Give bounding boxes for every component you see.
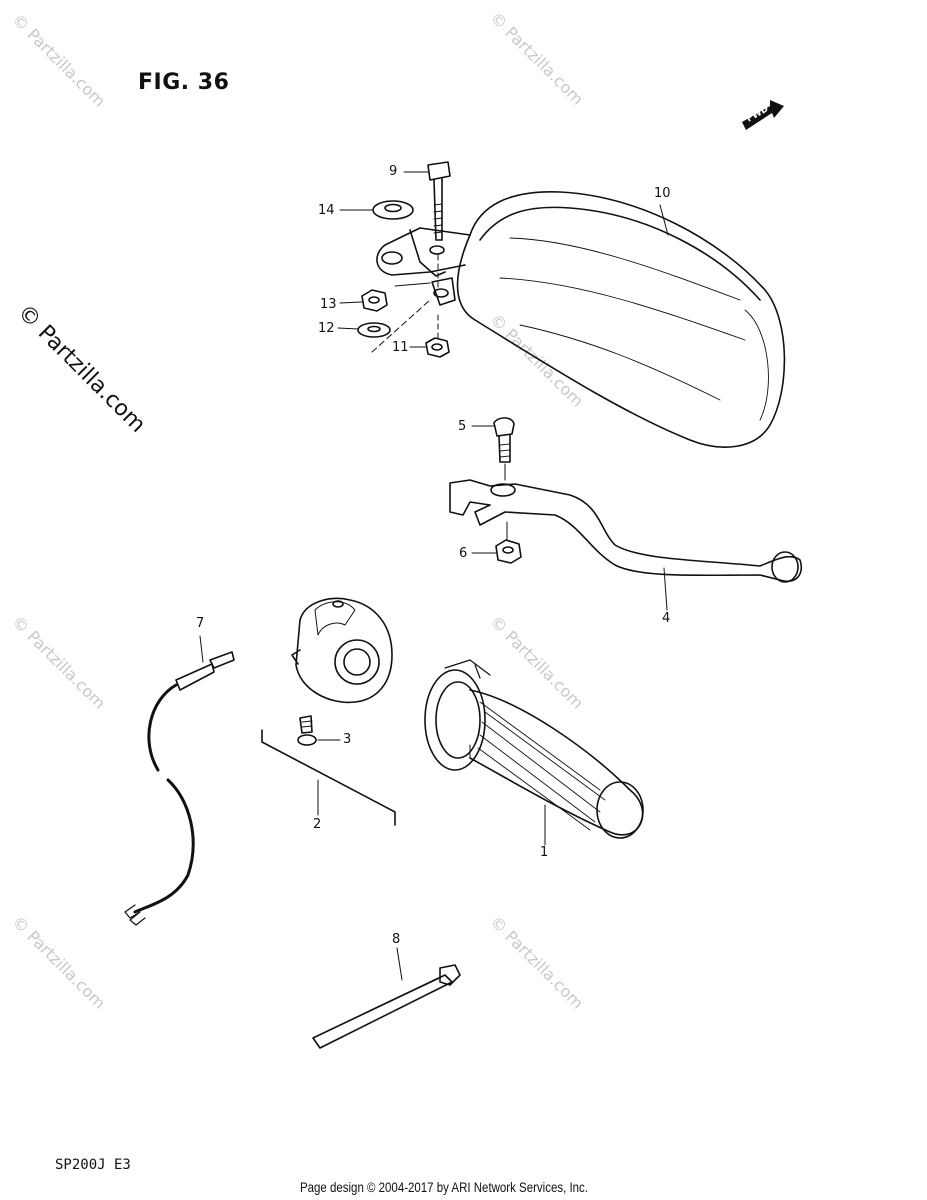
figure-title: FIG. 36 bbox=[138, 70, 230, 95]
part-9-bolt bbox=[427, 161, 451, 241]
part-7-wire bbox=[124, 651, 235, 926]
part-4-lever bbox=[449, 479, 802, 583]
callout-3: 3 bbox=[343, 732, 352, 747]
callout-13: 13 bbox=[320, 297, 337, 312]
part-5-pivot-bolt bbox=[493, 417, 515, 481]
part-11-nut bbox=[425, 337, 450, 358]
callout-1: 1 bbox=[540, 845, 549, 860]
callout-5: 5 bbox=[458, 419, 467, 434]
callout-9: 9 bbox=[389, 164, 398, 179]
callout-4: 4 bbox=[662, 611, 671, 626]
callout-11: 11 bbox=[392, 340, 409, 355]
callout-2: 2 bbox=[313, 817, 322, 832]
part-8-cable-tie bbox=[312, 964, 461, 1049]
part-2-switch-housing bbox=[291, 597, 393, 704]
part-3-screw bbox=[297, 715, 317, 746]
callout-7: 7 bbox=[196, 616, 205, 631]
part-13-nut bbox=[361, 289, 388, 312]
part-10-hand-guard bbox=[376, 191, 786, 448]
callout-6: 6 bbox=[459, 546, 468, 561]
part-12-washer bbox=[357, 322, 391, 338]
model-code: SP200J E3 bbox=[55, 1157, 131, 1173]
fwd-arrow-icon bbox=[742, 100, 784, 130]
part-14-washer bbox=[372, 200, 414, 220]
part-6-nut bbox=[495, 521, 522, 564]
part-1-grip bbox=[424, 659, 644, 839]
callout-14: 14 bbox=[318, 203, 335, 218]
callout-8: 8 bbox=[392, 932, 401, 947]
callout-12: 12 bbox=[318, 321, 335, 336]
page-footer: Page design © 2004-2017 by ARI Network S… bbox=[300, 1179, 588, 1195]
callout-10: 10 bbox=[654, 186, 671, 201]
